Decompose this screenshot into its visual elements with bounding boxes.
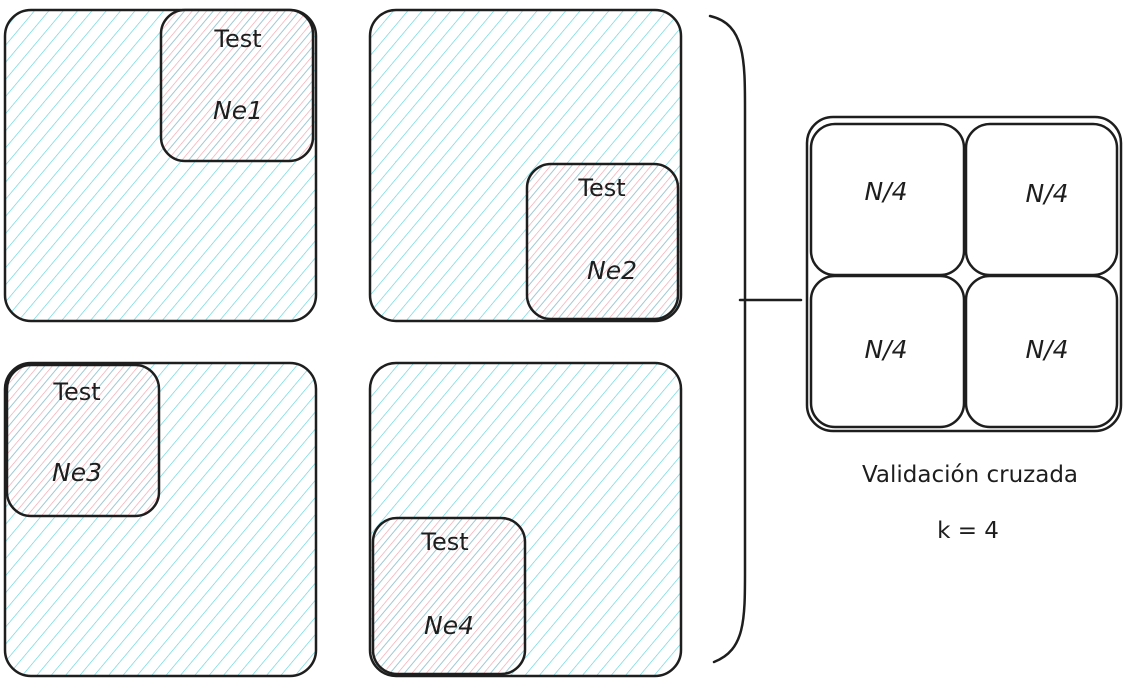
fold-4-subset-label: Ne4	[424, 611, 474, 640]
fold-2-test-label: Test	[577, 174, 625, 202]
fold-3-test-label: Test	[52, 378, 100, 406]
grid-cell-2-label: N/4	[1025, 179, 1068, 208]
fold-1-test-label: Test	[213, 25, 261, 53]
fold-4: Test Ne4	[368, 361, 683, 678]
fold-4-test-label: Test	[420, 528, 468, 556]
fold-3: Test Ne3	[3, 361, 318, 678]
fold-1: Test Ne1	[3, 8, 318, 323]
fold-3-test-box	[5, 363, 161, 518]
grid-cell-1-label: N/4	[864, 177, 907, 206]
caption-title: Validación cruzada	[862, 462, 1078, 488]
fold-2: Test Ne2	[368, 8, 683, 323]
grouping-brace	[708, 14, 747, 664]
fold-1-subset-label: Ne1	[213, 96, 263, 125]
grid-cell-4	[964, 274, 1119, 429]
grid-cell-3	[809, 274, 966, 429]
dataset-grid: N/4 N/4 N/4 N/4	[805, 115, 1123, 433]
fold-2-subset-label: Ne2	[587, 256, 637, 285]
grid-cell-3-label: N/4	[864, 335, 907, 364]
grid-cell-4-label: N/4	[1025, 335, 1068, 364]
fold-4-test-box	[371, 516, 527, 676]
fold-3-subset-label: Ne3	[52, 458, 102, 487]
fold-2-test-box	[525, 162, 680, 321]
caption-k-value: k = 4	[937, 518, 999, 544]
fold-1-test-box-hatch	[159, 8, 315, 163]
